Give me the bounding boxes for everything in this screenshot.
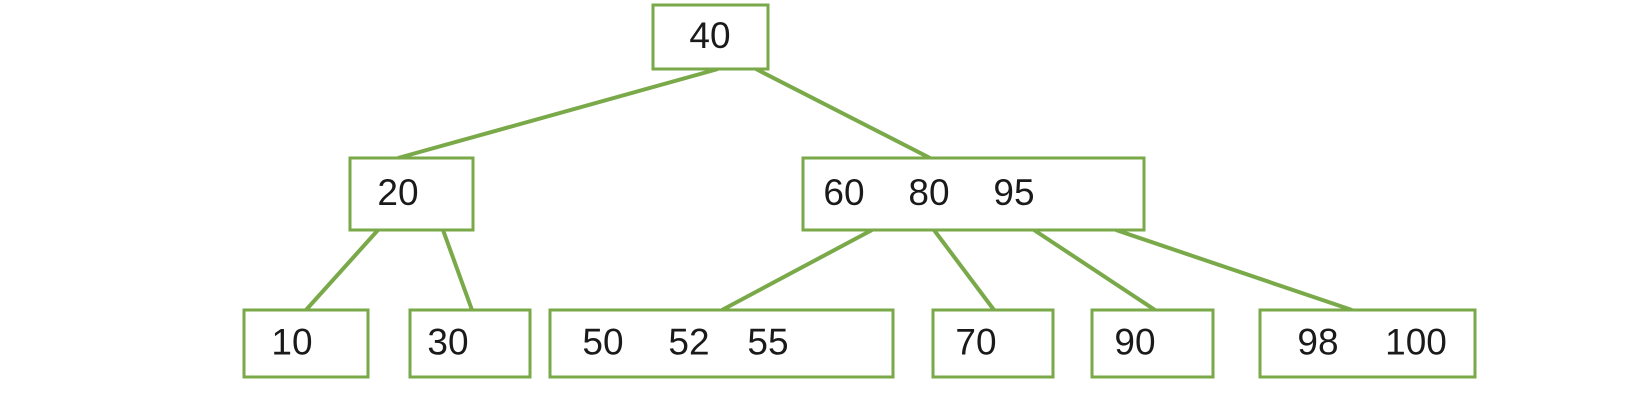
node-box-leaf-30 <box>408 308 532 379</box>
node-key-root-0: 40 <box>689 15 730 56</box>
tree-node-leaf-30[interactable]: 30 <box>408 308 532 379</box>
node-box-root <box>651 3 770 71</box>
node-key-internal-left-0: 20 <box>377 172 418 213</box>
tree-node-internal-left[interactable]: 20 <box>348 156 475 232</box>
tree-node-internal-right[interactable]: 60 80 95 <box>801 156 1146 232</box>
tree-edge-60node-to-70 <box>932 228 996 312</box>
node-key-leaf-90-0: 90 <box>1114 321 1155 362</box>
node-box-leaf-50-52-55 <box>548 308 895 379</box>
tree-node-leaf-10[interactable]: 10 <box>242 308 370 379</box>
tree-node-leaf-70[interactable]: 70 <box>931 308 1055 379</box>
tree-edge-20-to-30 <box>441 229 474 311</box>
tree-edge-20-to-10 <box>304 228 380 312</box>
tree-edge-60node-to-98 <box>1115 228 1353 312</box>
node-key-internal-right-2: 95 <box>993 172 1034 213</box>
node-box-leaf-90 <box>1090 308 1215 379</box>
tree-node-leaf-90[interactable]: 90 <box>1090 308 1215 379</box>
node-key-internal-right-0: 60 <box>823 172 864 213</box>
node-box-leaf-10 <box>242 308 370 379</box>
tree-edge-root-to-60 <box>755 67 931 160</box>
edges-layer <box>304 67 1353 312</box>
node-key-leaf-98-100-1: 100 <box>1385 321 1447 362</box>
node-key-leaf-50-52-55-1: 52 <box>668 321 709 362</box>
tree-node-leaf-98-100[interactable]: 98 100 <box>1258 308 1477 379</box>
node-box-internal-right <box>801 156 1146 232</box>
node-key-leaf-50-52-55-0: 50 <box>582 321 623 362</box>
node-box-internal-left <box>348 156 475 232</box>
node-key-leaf-30-0: 30 <box>427 321 468 362</box>
nodes-layer: 40 20 60 80 95 10 30 50 52 55 70 90 98 100 <box>242 3 1477 379</box>
tree-edge-60node-to-90 <box>1032 228 1157 312</box>
tree-node-root[interactable]: 40 <box>651 3 770 71</box>
node-key-internal-right-1: 80 <box>908 172 949 213</box>
node-key-leaf-10-0: 10 <box>271 321 312 362</box>
node-box-leaf-70 <box>931 308 1055 379</box>
tree-edge-root-to-20 <box>397 67 719 160</box>
node-key-leaf-98-100-0: 98 <box>1297 321 1338 362</box>
tree-edge-60node-to-50 <box>721 228 873 312</box>
node-box-leaf-98-100 <box>1258 308 1477 379</box>
node-key-leaf-70-0: 70 <box>955 321 996 362</box>
tree-node-leaf-50-52-55[interactable]: 50 52 55 <box>548 308 895 379</box>
node-key-leaf-50-52-55-2: 55 <box>747 321 788 362</box>
